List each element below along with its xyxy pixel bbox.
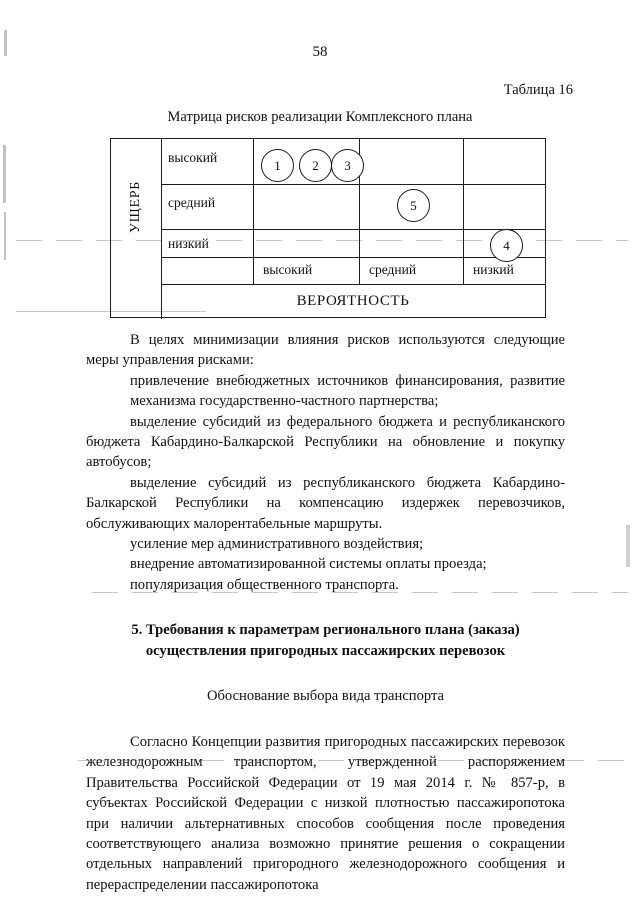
risk-marker-2: 2	[299, 149, 332, 182]
subheading: Обоснование выбора вида транспорта	[206, 688, 445, 705]
risk-matrix: УЩЕРБ высокий средний низкий высокий сре…	[110, 138, 546, 319]
matrix-y-axis-text: УЩЕРБ	[128, 180, 144, 233]
risk-marker-1: 1	[261, 149, 294, 182]
matrix-col-label-low: низкий	[473, 262, 514, 277]
page-number: 58	[312, 44, 328, 60]
measure-item-4: усиление мер административного воздейств…	[130, 536, 424, 553]
matrix-hline-1	[161, 184, 545, 186]
section-heading: 5. Требования к параметрам регионального…	[131, 622, 520, 659]
measure-item-5: внедрение автоматизированной системы опл…	[130, 556, 487, 573]
matrix-hline-2	[161, 229, 545, 231]
matrix-x-axis-label: ВЕРОЯТНОСТЬ	[296, 292, 410, 309]
risk-marker-5-label: 5	[410, 197, 417, 213]
spacer-before-heading	[86, 595, 565, 620]
paragraph-intro: В целях минимизации влияния рисков испол…	[86, 332, 565, 369]
matrix-vline-3	[463, 139, 465, 284]
matrix-row-label-high: высокий	[168, 150, 218, 165]
table-title: Матрица рисков реализации Комплексного п…	[167, 109, 473, 125]
measure-item-6: популяризация общественного транспорта.	[130, 576, 399, 593]
matrix-col-label-medium: средний	[369, 262, 417, 277]
document-body: В целях минимизации влияния рисков испол…	[86, 330, 565, 895]
matrix-vline-2	[359, 139, 361, 284]
matrix-col-label-high: высокий	[263, 262, 313, 277]
risk-marker-5: 5	[397, 189, 430, 222]
matrix-hline-4	[161, 284, 545, 286]
matrix-row-label-low: низкий	[168, 236, 209, 251]
scan-artifact-left-lower	[4, 212, 6, 260]
measure-item-3: выделение субсидий из республиканского б…	[86, 474, 565, 532]
measure-item-1: привлечение внебюджетных источников фина…	[130, 372, 565, 410]
matrix-hline-3	[161, 257, 545, 259]
risk-marker-4: 4	[490, 229, 523, 262]
scan-artifact-left-mid	[3, 145, 6, 203]
risk-marker-3-label: 3	[344, 157, 351, 173]
measure-item-2: выделение субсидий из федерального бюдже…	[86, 413, 565, 471]
risk-marker-1-label: 1	[274, 157, 281, 173]
matrix-row-label-medium: средний	[168, 195, 216, 210]
risk-matrix-grid	[111, 139, 545, 319]
risk-marker-2-label: 2	[312, 157, 319, 173]
risk-marker-3: 3	[331, 149, 364, 182]
matrix-vline-1	[253, 139, 255, 284]
spacer-before-subheading	[86, 661, 565, 686]
scan-artifact-right	[626, 525, 630, 567]
risk-marker-4-label: 4	[503, 237, 510, 253]
spacer-before-closing	[86, 707, 565, 732]
paragraph-closing: Согласно Концепции развития пригородных …	[86, 733, 565, 893]
matrix-y-axis-label: УЩЕРБ	[111, 139, 161, 274]
table-caption: Таблица 16	[503, 82, 573, 98]
